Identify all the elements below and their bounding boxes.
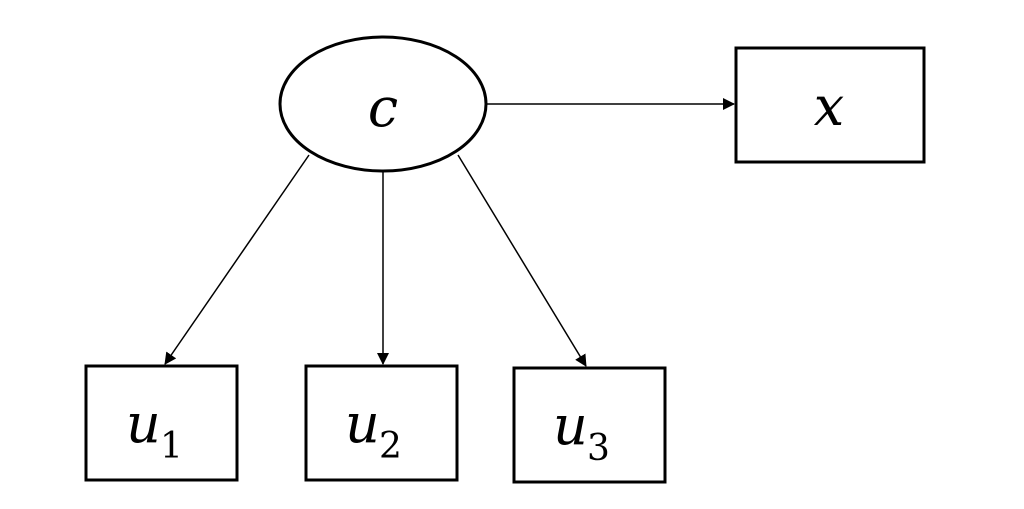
node-u1-shape bbox=[84, 364, 239, 482]
node-u1: u 1 bbox=[84, 364, 239, 482]
node-u1-label: u bbox=[126, 392, 161, 455]
node-c-label: c bbox=[368, 76, 398, 139]
node-u3-shape bbox=[512, 366, 667, 484]
edge-c-to-u3 bbox=[457, 154, 587, 367]
node-c-shape bbox=[278, 35, 488, 173]
node-u3-subscript: 3 bbox=[587, 428, 610, 469]
node-u2: u 2 bbox=[304, 364, 459, 482]
node-u3-label: u bbox=[553, 394, 588, 457]
node-c: c bbox=[278, 35, 488, 173]
node-u3: u 3 bbox=[512, 366, 667, 484]
node-u2-label: u bbox=[345, 392, 380, 455]
node-u1-subscript: 1 bbox=[160, 426, 183, 467]
node-u2-subscript: 2 bbox=[379, 426, 402, 467]
edge-c-to-u1 bbox=[164, 154, 310, 365]
node-x-label: x bbox=[814, 75, 844, 138]
node-x-shape bbox=[734, 46, 926, 164]
node-u2-shape bbox=[304, 364, 459, 482]
node-x: x bbox=[734, 46, 926, 164]
